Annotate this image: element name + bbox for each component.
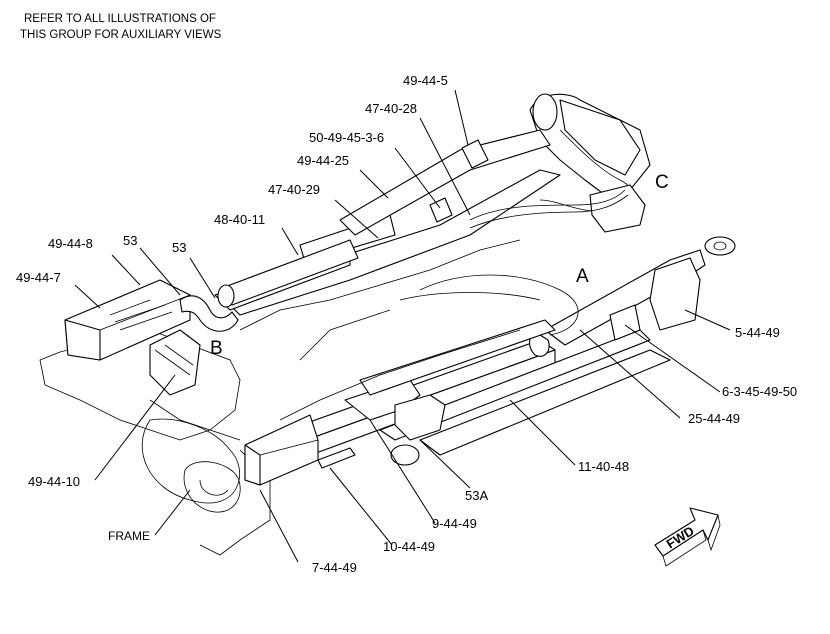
leader-lines — [74, 89, 731, 563]
header-note-line2: THIS GROUP FOR AUXILIARY VIEWS — [20, 29, 222, 41]
view-letter-c: C — [655, 172, 669, 193]
callout-5-44-49: 5-44-49 — [735, 325, 780, 340]
callout-49-44-10: 49-44-10 — [28, 474, 80, 489]
frame-label: FRAME — [108, 529, 150, 543]
callout-10-44-49: 10-44-49 — [383, 539, 435, 554]
callout-49-44-8: 49-44-8 — [48, 236, 93, 251]
callout-9-44-49: 9-44-49 — [432, 516, 477, 531]
callout-50-49-45-3-6: 50-49-45-3-6 — [309, 130, 384, 145]
callout-49-44-5: 49-44-5 — [403, 73, 448, 88]
callout-11-40-48: 11-40-48 — [578, 459, 629, 474]
callout-53A: 53A — [465, 488, 488, 503]
callout-25-44-49: 25-44-49 — [688, 411, 740, 426]
view-letter-a: A — [576, 266, 589, 287]
callout-53-right: 53 — [172, 240, 186, 255]
callout-7-44-49: 7-44-49 — [312, 560, 357, 575]
header-note-line1: REFER TO ALL ILLUSTRATIONS OF — [24, 13, 216, 25]
frame-drawing — [39, 93, 736, 556]
callout-47-40-29: 47-40-29 — [268, 182, 320, 197]
callout-49-44-7: 49-44-7 — [16, 270, 61, 285]
view-letter-b: B — [210, 338, 223, 359]
callout-47-40-28: 47-40-28 — [365, 101, 417, 116]
callout-6-3-45-49-50: 6-3-45-49-50 — [722, 384, 797, 399]
callout-48-40-11: 48-40-11 — [214, 212, 265, 227]
fwd-arrow: FWD — [654, 507, 721, 567]
callout-53-left: 53 — [123, 233, 137, 248]
callout-49-44-25: 49-44-25 — [297, 153, 349, 168]
